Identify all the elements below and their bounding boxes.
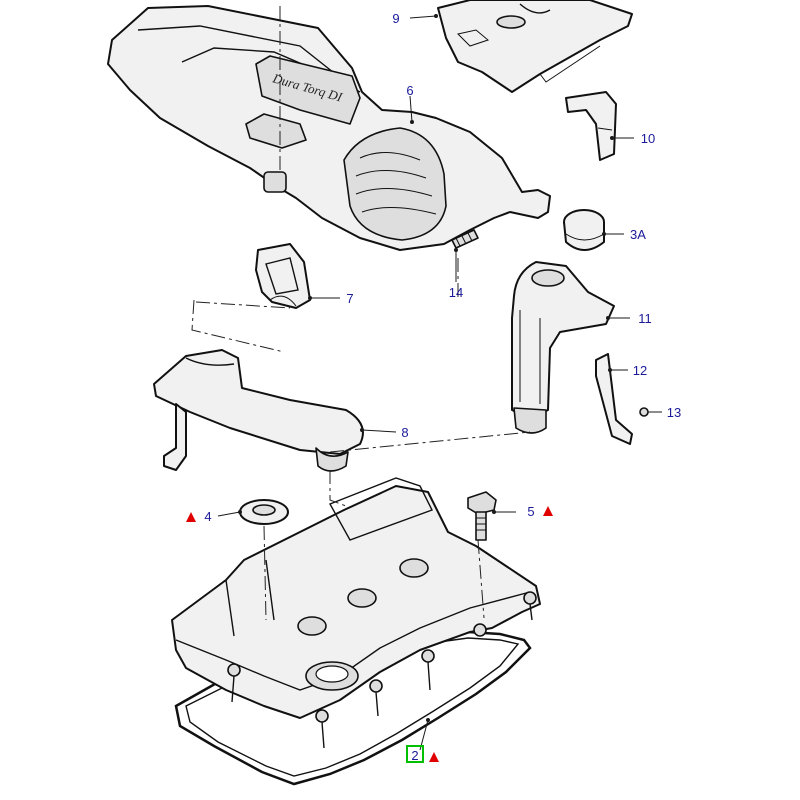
assembly-lines <box>191 6 531 621</box>
callout-labels: 9 6 10 3A 14 7 11 12 13 8 4 5 2 <box>204 11 681 763</box>
bracket-part[interactable] <box>565 91 617 161</box>
callout-12[interactable]: 12 <box>633 363 647 378</box>
breather-pipe-part[interactable] <box>153 349 364 472</box>
seal-ring-part[interactable] <box>239 499 289 525</box>
bolt-part[interactable] <box>451 229 479 249</box>
callout-5[interactable]: 5 <box>527 504 534 519</box>
upper-cover-part[interactable] <box>437 0 633 93</box>
selected-callout-highlight <box>406 745 424 763</box>
callout-8[interactable]: 8 <box>401 425 408 440</box>
callout-7[interactable]: 7 <box>346 291 353 306</box>
callout-11[interactable]: 11 <box>638 311 652 326</box>
warning-triangle-icon <box>543 506 553 516</box>
callout-14[interactable]: 14 <box>449 285 463 300</box>
engine-cover-part[interactable]: Dura Torq DI <box>107 5 551 251</box>
oil-filler-pipe-part[interactable] <box>511 261 615 434</box>
nut-part[interactable] <box>639 407 649 417</box>
warning-markers <box>186 506 553 762</box>
stud-bolt-part[interactable] <box>467 491 497 541</box>
callout-3a[interactable]: 3A <box>630 227 646 242</box>
callout-13[interactable]: 13 <box>667 405 681 420</box>
oil-filler-cap-part[interactable] <box>563 209 605 251</box>
callout-9[interactable]: 9 <box>392 11 399 26</box>
support-bracket-part[interactable] <box>595 353 633 445</box>
callout-10[interactable]: 10 <box>641 131 655 146</box>
leader-lines <box>217 14 662 751</box>
callout-2[interactable]: 2 <box>411 748 418 763</box>
callout-4[interactable]: 4 <box>204 509 211 524</box>
valve-cover-part[interactable] <box>171 477 541 749</box>
callout-6[interactable]: 6 <box>406 83 413 98</box>
clip-part[interactable] <box>255 243 311 309</box>
warning-triangle-icon <box>186 512 196 522</box>
warning-triangle-icon <box>429 752 439 762</box>
